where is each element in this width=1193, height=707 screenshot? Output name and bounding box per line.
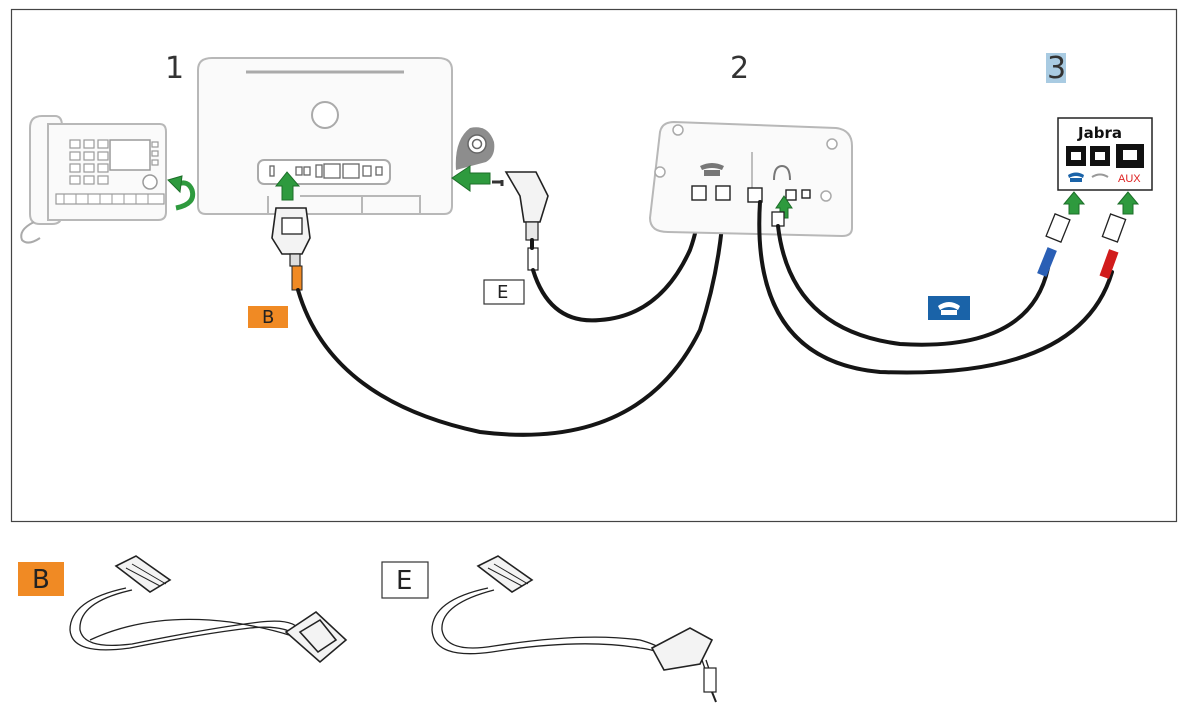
legend-cable-e [431, 555, 717, 703]
legend-e: E [381, 561, 429, 599]
cable-aux-port [757, 200, 1127, 375]
step-2-number: 2 [730, 51, 749, 86]
phone-handset-icon [1068, 172, 1084, 182]
cable-phone-port [771, 211, 1071, 347]
cable-b-tag: B [248, 306, 288, 328]
rotate-arrow-icon [167, 175, 196, 211]
phone-port-badge [928, 296, 970, 320]
legend-b: B [18, 562, 64, 596]
step-3-highlight [1046, 53, 1066, 83]
step-3-number: 3 [1047, 51, 1066, 86]
diagram-frame [10, 8, 1178, 523]
green-arrow-icon [274, 171, 301, 201]
legend-cable-b [69, 555, 348, 664]
step-1-number: 1 [165, 51, 184, 86]
cable-e-tag: E [483, 279, 525, 305]
svg-text:B: B [262, 307, 274, 328]
headset-jack-icon [455, 127, 495, 170]
green-arrow-icon [1062, 191, 1086, 215]
rj-plug-icon [476, 555, 534, 593]
headset-icon [773, 164, 791, 181]
jabra-base-panel: Jabra AUX [1057, 117, 1153, 191]
wireless-base-station [197, 57, 453, 215]
jack-3-5mm-icon [650, 627, 717, 703]
svg-text:E: E [497, 282, 508, 303]
svg-text:B: B [32, 565, 50, 595]
svg-text:E: E [396, 566, 412, 596]
cable-b [271, 200, 726, 437]
green-arrow-icon [451, 165, 491, 192]
svg-text:AUX: AUX [1118, 173, 1141, 185]
desk-phone-icon [20, 115, 167, 244]
phone-handset-icon [700, 163, 724, 176]
svg-text:Jabra: Jabra [1077, 124, 1122, 142]
rj-connector-icon [284, 610, 348, 664]
adapter-box [648, 120, 853, 238]
green-arrow-icon [1116, 191, 1140, 215]
rj-plug-icon [114, 555, 172, 593]
